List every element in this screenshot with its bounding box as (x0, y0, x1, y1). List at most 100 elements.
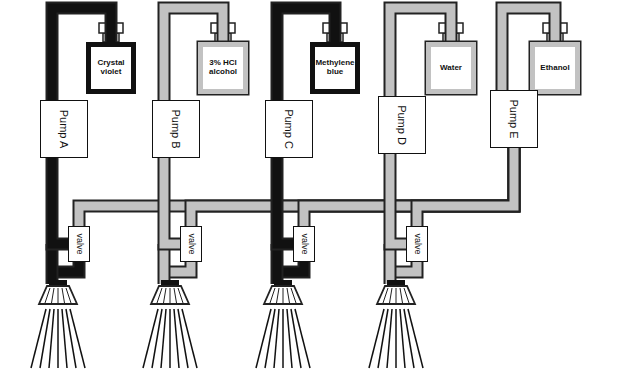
nozzle-rib (396, 288, 397, 303)
tube-fill (79, 148, 514, 226)
nozzle-rib (383, 288, 388, 303)
pump-label: Pump D (396, 105, 408, 145)
tube-outline (52, 158, 68, 244)
nozzle-rib (178, 288, 183, 303)
bottle-label: Methylene blue (315, 59, 354, 77)
pump-label: Pump C (283, 109, 295, 149)
nozzle-rib (287, 288, 290, 303)
pump-label: Pump B (170, 109, 182, 148)
spray-nozzle (256, 280, 310, 368)
spray-line (295, 309, 310, 368)
tube-outline (304, 148, 514, 226)
nozzle-rib (62, 288, 65, 303)
valve-label: valve (74, 233, 84, 254)
tube-outline (164, 158, 180, 244)
spray-line (66, 309, 76, 368)
spray-line (265, 309, 275, 368)
tube-outline (191, 148, 514, 226)
reagent-bottle: 3% HCl alcohol (198, 42, 248, 94)
spray-line (31, 309, 46, 368)
spray-line (404, 309, 414, 368)
tube-connector (417, 148, 514, 226)
nozzle-rib (66, 288, 71, 303)
spray-line (152, 309, 162, 368)
pump-box: Pump A (40, 100, 88, 158)
tube-fill (417, 148, 514, 226)
spray-line (387, 309, 392, 368)
spray-line (282, 309, 284, 368)
nozzle-body (264, 286, 302, 304)
spray-line (178, 309, 188, 368)
nozzle-body (151, 286, 189, 304)
spray-line (70, 309, 85, 368)
nozzle-rib (400, 288, 403, 303)
reagent-bottle: Water (426, 42, 476, 94)
nozzle-rib (174, 288, 177, 303)
nozzle-rib (277, 288, 280, 303)
valve-box: valve (293, 226, 315, 262)
reagent-bottle: Ethanol (530, 42, 580, 94)
bottle-label: Crystal violet (93, 59, 129, 77)
spray-line (400, 309, 405, 368)
valve-box: valve (180, 226, 202, 262)
bottle-label: Ethanol (540, 64, 569, 73)
tube-fill (277, 158, 293, 244)
pump-box: Pump D (378, 96, 426, 154)
spray-line (378, 309, 388, 368)
spray-line (40, 309, 50, 368)
nozzle-rib (390, 288, 393, 303)
spray-line (182, 309, 197, 368)
nozzle-rib (58, 288, 59, 303)
nozzle-rib (291, 288, 296, 303)
pump-box: Pump E (490, 90, 538, 148)
tube-connector (191, 148, 514, 226)
nozzle-rib (170, 288, 171, 303)
nozzle-rib (270, 288, 275, 303)
spray-line (395, 309, 397, 368)
nozzle-body (39, 286, 77, 304)
valve-label: valve (412, 233, 422, 254)
spray-line (287, 309, 292, 368)
tube-connector (277, 158, 293, 244)
valve-box: valve (406, 226, 428, 262)
tube-connector (304, 148, 514, 226)
nozzle-rib (157, 288, 162, 303)
tube-outline (277, 158, 293, 244)
tube-outline (390, 154, 406, 244)
spray-line (291, 309, 301, 368)
tube-fill (390, 154, 406, 244)
tube-connector (52, 158, 68, 244)
tube-outline (417, 148, 514, 226)
pump-label: Pump E (508, 99, 520, 138)
tube-fill (164, 158, 180, 244)
tube-fill (304, 148, 514, 226)
spray-line (57, 309, 59, 368)
valve-label: valve (299, 233, 309, 254)
pump-box: Pump C (265, 100, 313, 158)
tube-fill (52, 158, 68, 244)
pump-box: Pump B (152, 100, 200, 158)
spray-line (161, 309, 166, 368)
tube-fill (191, 148, 514, 226)
spray-line (408, 309, 423, 368)
bottle-label: 3% HCl alcohol (205, 59, 241, 77)
spray-line (143, 309, 158, 368)
nozzle-rib (45, 288, 50, 303)
spray-line (169, 309, 171, 368)
pump-label: Pump A (58, 110, 70, 149)
bottle-label: Water (440, 64, 462, 73)
spray-line (62, 309, 67, 368)
nozzle-body (377, 286, 415, 304)
spray-nozzle (143, 280, 197, 368)
reagent-bottle: Crystal violet (86, 42, 136, 94)
reagent-bottle: Methylene blue (310, 42, 360, 94)
spray-line (369, 309, 384, 368)
spray-nozzle (369, 280, 423, 368)
tube-connector (164, 158, 180, 244)
tube-connector (390, 154, 406, 244)
nozzle-rib (404, 288, 409, 303)
nozzle-rib (283, 288, 284, 303)
tube-outline (79, 148, 514, 226)
